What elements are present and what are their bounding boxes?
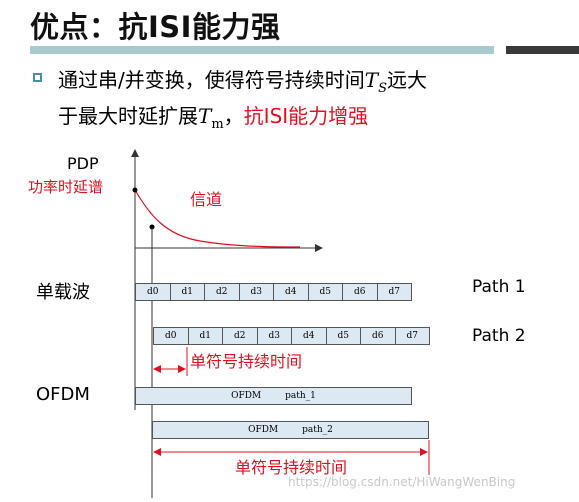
- ofdm-block-name: OFDM: [248, 425, 279, 435]
- bullet-text-2: 远大: [387, 68, 427, 92]
- symbol-cell: d6: [361, 328, 396, 344]
- symbol-cell: d3: [258, 328, 292, 344]
- symbol-cell: d0: [154, 328, 189, 344]
- symbol-duration-subscript: S: [378, 81, 387, 96]
- bullet-line-1: 通过串/并变换，使得符号持续时间TS远大: [58, 64, 427, 96]
- sc-symbol-duration-label: 单符号持续时间: [190, 352, 303, 371]
- ofdm-path2-block: OFDM path_2: [152, 421, 429, 439]
- symbol-cell: d2: [205, 284, 240, 300]
- ofdm-symbol-duration-label: 单符号持续时间: [235, 458, 348, 477]
- symbol-cell: d5: [327, 328, 361, 344]
- pdp-chinese-label: 功率时延谱: [28, 178, 104, 196]
- symbol-cell: d3: [240, 284, 274, 300]
- single-carrier-label: 单载波: [36, 282, 90, 303]
- ofdm-block-path: path_2: [302, 425, 333, 435]
- path1-label: Path 1: [472, 277, 526, 297]
- bullet-highlight: 抗ISI能力增强: [243, 104, 369, 128]
- bullet-line-2: 于最大时延扩展Tm，抗ISI能力增强: [58, 100, 369, 132]
- ofdm-path1-block: OFDM path_1: [135, 387, 412, 405]
- symbol-duration-var: T: [364, 68, 379, 92]
- symbol-cell: d7: [406, 331, 419, 341]
- slide-title: 优点：抗ISI能力强: [30, 10, 281, 44]
- symbol-cell: d6: [343, 284, 378, 300]
- symbol-cell: d1: [189, 328, 223, 344]
- bullet-text-3: 于最大时延扩展: [58, 104, 198, 128]
- symbol-cell: d5: [309, 284, 343, 300]
- title-underline-bar: [30, 46, 494, 54]
- bullet-separator: ，: [223, 104, 244, 128]
- path2-label: Path 2: [472, 326, 526, 346]
- symbol-cell: d7: [388, 287, 401, 297]
- symbol-cell: d4: [274, 284, 309, 300]
- ofdm-label: OFDM: [36, 384, 90, 405]
- ofdm-block-name: OFDM: [231, 391, 262, 401]
- symbol-cell: d1: [171, 284, 205, 300]
- path1-impulse-dot: [132, 187, 138, 193]
- max-delay-var: T: [198, 104, 212, 128]
- symbol-cell: d0: [136, 284, 171, 300]
- single-carrier-path1-symbols: d0 d1 d2 d3 d4 d5 d6 d7: [135, 283, 412, 301]
- pdp-label: PDP: [67, 154, 99, 173]
- pdp-decay-curve: [134, 189, 301, 248]
- watermark-text: https://blog.csdn.net/HiWangWenBing: [288, 475, 516, 489]
- bullet-text-1: 通过串/并变换，使得符号持续时间: [58, 68, 365, 92]
- symbol-cell: d2: [223, 328, 258, 344]
- channel-label: 信道: [190, 190, 223, 209]
- square-bullet-icon: [33, 73, 42, 82]
- symbol-cell: d4: [292, 328, 327, 344]
- max-delay-subscript: m: [211, 117, 224, 132]
- single-carrier-path2-symbols: d0 d1 d2 d3 d4 d5 d6 d7: [153, 327, 430, 345]
- ofdm-block-path: path_1: [285, 391, 316, 401]
- title-accent-bar: [506, 46, 579, 54]
